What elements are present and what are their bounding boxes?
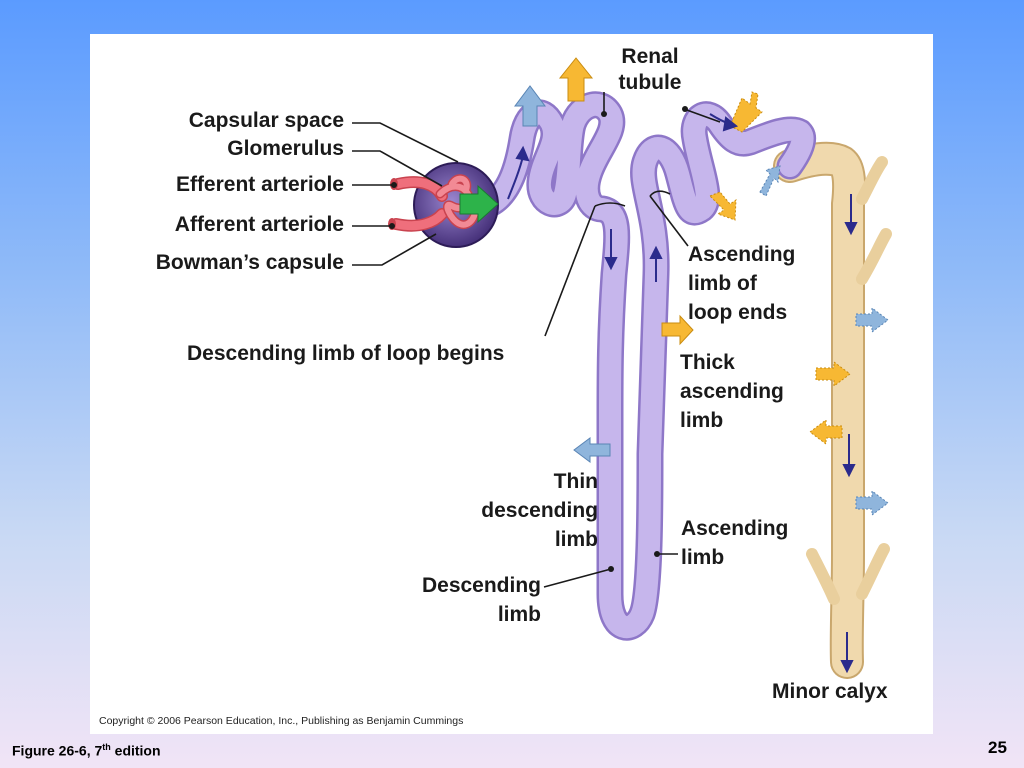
label-ascending-loop-line2: limb of [688,272,757,295]
arrow-up-blue [514,85,546,127]
label-renal-tubule-line1: Renal [621,45,679,68]
collecting-duct [773,141,892,679]
label-minor-calyx: Minor calyx [772,680,888,703]
label-thin-descending-line2: descending [481,499,598,522]
arrow-dashed-orange-3 [815,361,851,387]
label-thick-ascending-line1: Thick [680,351,735,374]
leader-lines [352,92,721,588]
arrow-dashed-orange-1 [729,91,763,133]
caption-suffix: edition [110,742,161,759]
label-capsular-space: Capsular space [188,109,344,132]
leader-dots [389,106,688,572]
label-thin-descending-line1: Thin [553,470,598,493]
label-afferent-arteriole: Afferent arteriole [174,213,344,236]
label-efferent-arteriole: Efferent arteriole [175,173,344,196]
figure-caption: Figure 26-6, 7th edition [12,742,161,759]
caption-superscript: th [102,742,111,752]
label-descending-limb-line1: Descending [421,574,541,597]
flow-arrows [507,113,858,674]
arrow-dashed-blue-2 [855,307,889,333]
arrow-dashed-blue-3 [855,490,889,516]
copyright-notice: Copyright © 2006 Pearson Education, Inc.… [99,715,464,727]
label-ascending-loop-line3: loop ends [688,301,788,324]
label-bowmans-capsule: Bowman’s capsule [155,251,344,274]
arrow-dashed-blue-1 [759,165,781,197]
label-thin-descending-line3: limb [554,528,598,551]
renal-tubule [476,91,816,641]
label-descending-loop-begins: Descending limb of loop begins [187,342,505,365]
label-renal-tubule-line2: tubule [618,71,682,94]
label-glomerulus: Glomerulus [227,137,344,160]
diagram-panel: Capsular space Glomerulus Efferent arter… [90,34,933,734]
arrow-right-orange [661,314,694,346]
caption-text: Figure 26-6, 7 [12,742,103,759]
slide-number: 25 [988,738,1007,757]
label-thick-ascending-line2: ascending [680,380,784,403]
arrow-up-orange [558,57,594,102]
label-ascending-limb-line2: limb [681,546,725,569]
label-ascending-limb-line1: Ascending [681,517,789,540]
arrow-dashed-orange-4 [809,419,843,445]
arrow-dashed-orange-2 [709,191,737,221]
label-descending-limb-line2: limb [497,603,541,626]
nephron-illustration [352,57,892,679]
label-thick-ascending-line3: limb [680,409,724,432]
label-ascending-loop-line1: Ascending [688,243,796,266]
filtrate-arrow [459,184,499,224]
arrow-left-blue [573,437,611,463]
transport-arrows [514,57,889,516]
